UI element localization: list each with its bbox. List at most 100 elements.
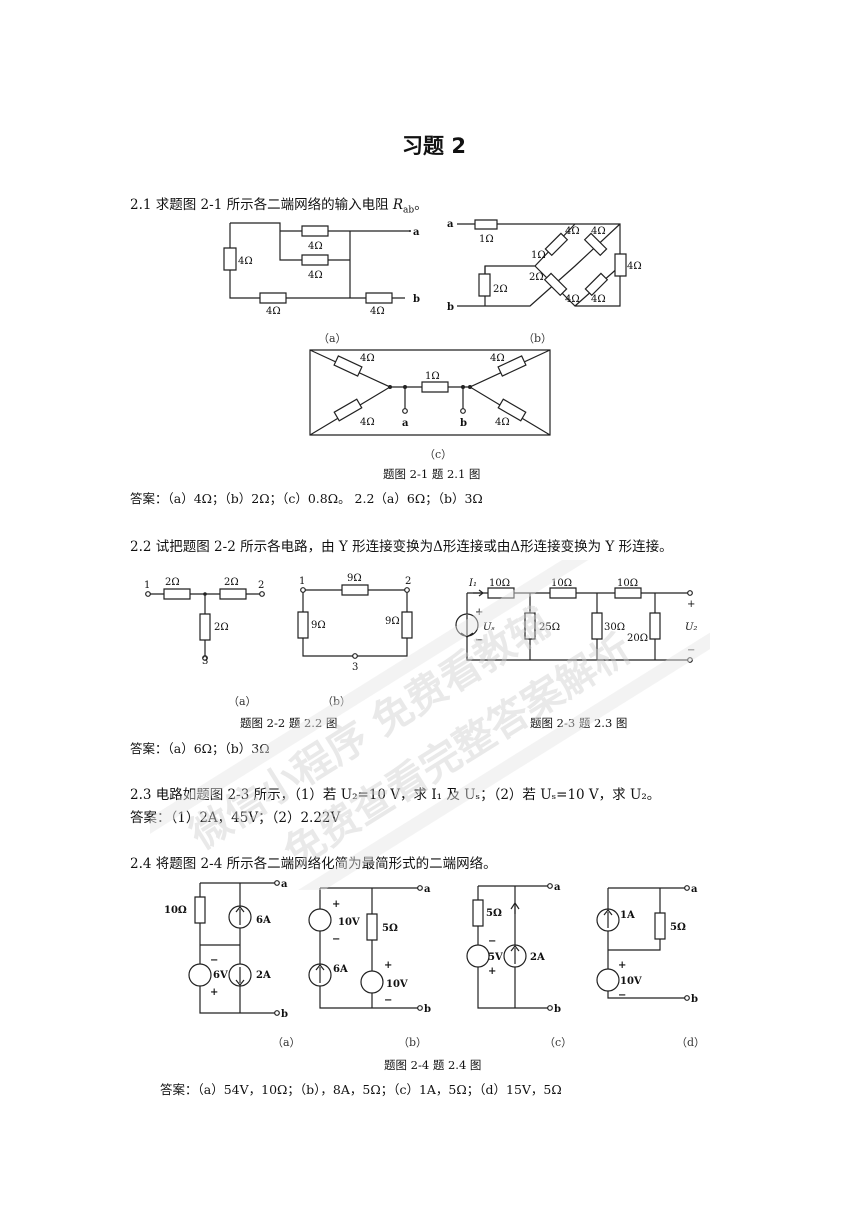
caption-2-4: 题图 2-4 题 2.4 图 [384,1058,482,1072]
label-r: 5Ω [382,923,398,934]
source-minus: − [210,955,218,966]
label-r3: 2Ω [214,622,229,633]
sub-a: （a） [228,695,257,708]
label-1A: 1A [620,910,635,921]
source-plus: + [618,960,626,971]
terminal-a: a [447,219,454,230]
question-2-4: 2.4 将题图 2-4 所示各二端网络化简为最简形式的二端网络。 [130,856,497,872]
question-2-3: 2.3 电路如题图 2-3 所示，（1）若 U₂=10 V，求 I₁ 及 Uₛ；… [130,787,661,803]
label-r1: 4Ω [238,256,253,267]
terminal-a: a [413,227,420,238]
question-2-1: 2.1 求题图 2-1 所示各二端网络的输入电阻 Rab。 [130,197,428,216]
answer-2-4: 答案：（a）54V，10Ω；（b），8A，5Ω；（c）1A，5Ω；（d）15V，… [160,1082,562,1097]
label-r2: 2Ω [224,577,239,588]
terminal-a: a [402,418,409,429]
label-r5: 30Ω [604,622,625,633]
terminal-a: a [424,884,431,895]
label-r1: 1Ω [479,234,494,245]
label-r8: 4Ω [591,294,606,305]
circuit-2-4c: 5Ω − 5V + 2A a b [460,882,561,1015]
label-r5: 4Ω [565,226,580,237]
circuit-2-2b: 1 2 3 9Ω 9Ω 9Ω [295,573,425,673]
label-10V-2: 10V [386,979,408,990]
sub-b: （b） [322,695,352,708]
sub-b: （b） [523,332,553,345]
caption-2-3: 题图 2-3 题 2.3 图 [530,716,628,730]
node-3: 3 [352,662,358,673]
label-r2: 10Ω [551,578,572,589]
label-r3: 9Ω [385,616,400,627]
label-r4: 4Ω [266,306,281,317]
out-minus: − [687,645,695,656]
label-r: 5Ω [486,908,502,919]
label-2A: 2A [530,952,545,963]
sub-a: （a） [272,1036,301,1049]
label-r3: 4Ω [490,353,505,364]
label-I1: I₁ [468,578,477,589]
source-minus: − [475,635,483,646]
label-r1: 4Ω [360,353,375,364]
source-plus: + [475,607,483,618]
sub-c: （c） [424,448,453,461]
label-r5: 1Ω [425,371,440,382]
sub-b: （b） [398,1036,428,1049]
label-10V: 10V [620,976,642,987]
label-r1: 9Ω [347,573,362,584]
node-3: 3 [202,656,208,667]
terminal-b: b [460,418,467,429]
circuit-2-1b: a b 1Ω 1Ω 2Ω 2Ω 4Ω 4Ω 4Ω 4Ω 4Ω [447,219,642,313]
circuit-2-4a: 10Ω 6A 2A 6V − + a b [164,879,288,1020]
label-r2: 9Ω [311,620,326,631]
source2-plus: + [384,960,392,971]
label-r7: 4Ω [565,294,580,305]
label-6A: 6A [333,964,348,975]
label-r6: 20Ω [627,633,648,644]
label-r1: 10Ω [489,578,510,589]
terminal-b: b [447,302,454,313]
label-r3: 2Ω [529,272,544,283]
source-plus: + [332,899,340,910]
terminal-a: a [554,882,561,893]
source2-minus: − [384,995,392,1006]
label-r4: 4Ω [495,417,510,428]
page-title: 习题 2 [402,134,466,158]
label-Us: Uₛ [483,622,495,633]
label-6V: 6V [213,970,228,981]
terminal-a: a [691,884,698,895]
label-r: 5Ω [670,922,686,933]
terminal-b: b [424,1004,431,1015]
label-r2: 4Ω [360,417,375,428]
terminal-b: b [413,294,420,305]
source-plus: + [210,987,218,998]
label-r6: 4Ω [591,226,606,237]
node-1: 1 [299,576,305,587]
circuit-2-1a: 4Ω 4Ω 4Ω 4Ω 4Ω a b [220,218,420,317]
source-plus: + [488,966,496,977]
label-6A: 6A [256,915,271,926]
terminal-b: b [281,1009,288,1020]
label-5V: 5V [488,952,503,963]
label-r4: 2Ω [493,284,508,295]
circuit-2-4b: + 10V − 6A 5Ω + 10V − a b [300,884,431,1015]
label-r3: 4Ω [308,270,323,281]
circuit-2-4d: 1A 5Ω + 10V − a b [590,884,698,1005]
sub-a: （a） [318,332,347,345]
circuit-2-2a: 1 2 3 2Ω 2Ω 2Ω [144,577,275,667]
label-r3: 10Ω [617,578,638,589]
label-r4: 25Ω [539,622,560,633]
answer-2-1: 答案：（a）4Ω；（b）2Ω；（c）0.8Ω。 2.2（a）6Ω；（b）3Ω [130,491,483,506]
node-2: 2 [258,580,264,591]
answer-2-3: 答案：（1）2A，45V；（2）2.22V [130,810,341,826]
source-minus: − [332,934,340,945]
label-r: 10Ω [164,905,187,916]
label-r2: 4Ω [308,241,323,252]
terminal-b: b [554,1004,561,1015]
label-r5: 4Ω [370,306,385,317]
circuit-2-3: I₁ 10Ω 10Ω 10Ω 25Ω 30Ω 20Ω + − Uₛ + U₂ − [455,578,697,665]
sub-d: （d） [676,1036,706,1049]
terminal-b: b [691,994,698,1005]
answer-2-2: 答案：（a）6Ω；（b）3Ω [130,741,270,756]
node-1: 1 [144,580,150,591]
label-10V: 10V [338,917,360,928]
question-2-2: 2.2 试把题图 2-2 所示各电路，由 Y 形连接变换为Δ形连接或由Δ形连接变… [130,539,673,555]
